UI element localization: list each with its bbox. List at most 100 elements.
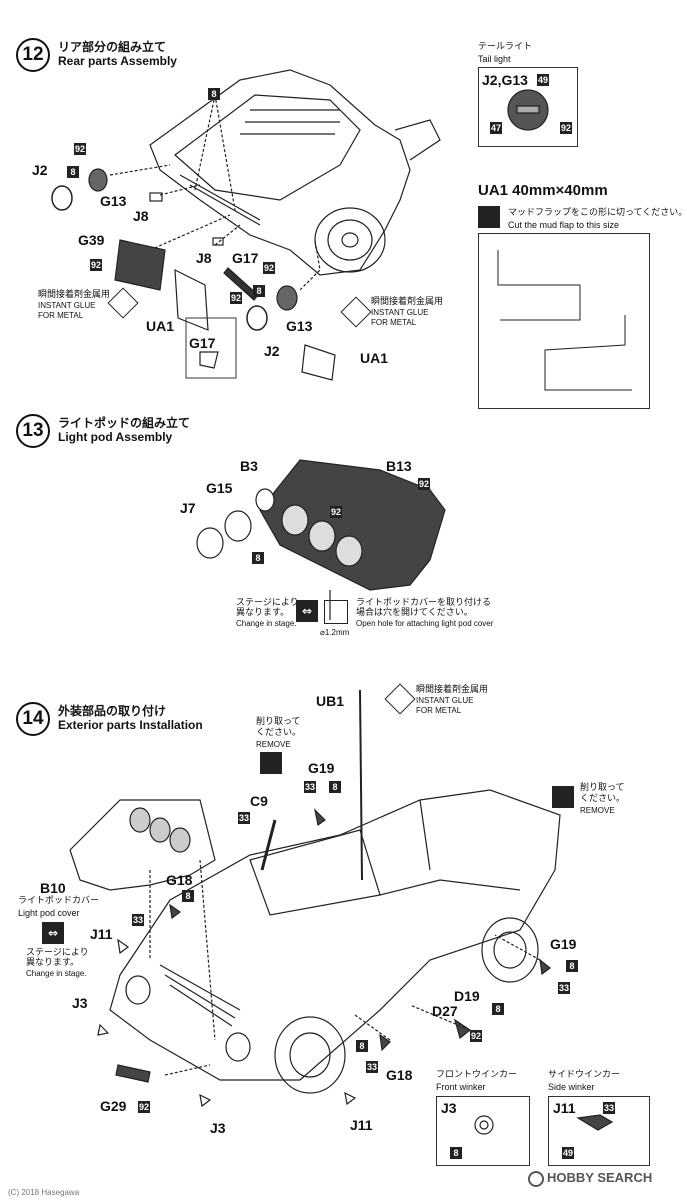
step-12-title-en: Rear parts Assembly xyxy=(58,54,177,68)
ua1-title: UA1 40mm×40mm xyxy=(478,182,608,199)
hobbysearch-logo-icon xyxy=(528,1170,544,1187)
remove-jp2: ください。 xyxy=(256,728,302,738)
code-8: 8 xyxy=(208,88,220,100)
lightpodcover-jp: ライトポッドカバー xyxy=(18,896,100,906)
code-49: 49 xyxy=(537,74,549,86)
code-33: 33 xyxy=(238,812,250,824)
frontwinker-jp: フロントウインカー xyxy=(436,1070,518,1080)
rear-car-drawing xyxy=(149,69,441,276)
stage-jp1-2: ステージにより xyxy=(26,948,89,958)
stage-en: Change in stage. xyxy=(236,619,297,628)
code-33: 33 xyxy=(132,914,144,926)
label-B3: B3 xyxy=(240,458,258,474)
label-G15: G15 xyxy=(206,480,233,496)
step-12-title-jp: リア部分の組み立て xyxy=(58,40,167,54)
code-8: 8 xyxy=(566,960,578,972)
code-92: 92 xyxy=(74,143,86,155)
label-G19: G19 xyxy=(308,760,335,776)
label-J2-2: J2 xyxy=(264,343,280,359)
glue-note-jp-3: 瞬間接着剤金属用 xyxy=(416,685,489,695)
front-car-drawing xyxy=(109,789,561,1094)
code-33: 33 xyxy=(558,982,570,994)
code-8: 8 xyxy=(182,890,194,902)
ua1-template-box xyxy=(478,233,650,409)
label-C9: C9 xyxy=(250,793,268,809)
step-14-title-jp: 外装部品の取り付け xyxy=(58,704,167,718)
glue-note-en2-3: FOR METAL xyxy=(416,706,462,715)
label-D27: D27 xyxy=(432,1003,458,1019)
ua1-jp: マッドフラップをこの形に切ってください。 xyxy=(508,208,687,218)
label-B10: B10 xyxy=(40,880,66,896)
remove-icon xyxy=(260,752,282,774)
label-D19: D19 xyxy=(454,988,480,1004)
label-J2: J2 xyxy=(32,162,48,178)
code-33: 33 xyxy=(603,1102,615,1114)
label-G13-2: G13 xyxy=(286,318,313,334)
label-G13: G13 xyxy=(100,193,127,209)
stage-jp1: ステージにより xyxy=(236,598,299,608)
step-13-title-en: Light pod Assembly xyxy=(58,430,173,444)
remove-jp1: 削り取って xyxy=(256,717,301,727)
drill-icon xyxy=(324,600,348,624)
label-UA1-2: UA1 xyxy=(360,350,389,366)
label-G18-2: G18 xyxy=(386,1067,413,1083)
glue-note-en2: FOR METAL xyxy=(38,311,84,320)
stage-arrow-icon: ⇔ xyxy=(296,600,318,622)
stage-arrow-icon: ⇔ xyxy=(42,922,64,944)
step-14-number: 14 xyxy=(16,702,50,736)
light-pod-drawing xyxy=(196,459,446,620)
frontwinker-en: Front winker xyxy=(436,1082,486,1092)
code-92: 92 xyxy=(470,1030,482,1042)
remove-en: REMOVE xyxy=(256,740,291,749)
taillight-box xyxy=(478,67,578,147)
label-UA1: UA1 xyxy=(146,318,175,334)
taillight-en: Tail light xyxy=(478,54,511,64)
taillight-parts: J2,G13 xyxy=(482,72,528,88)
label-G29: G29 xyxy=(100,1098,127,1114)
glue-note-jp-2: 瞬間接着剤金属用 xyxy=(371,297,444,307)
code-92: 92 xyxy=(230,292,242,304)
watermark: HOBBY SEARCH xyxy=(528,1170,652,1187)
label-G17: G17 xyxy=(232,250,259,266)
cut-icon xyxy=(478,206,500,228)
label-J3: J3 xyxy=(72,995,88,1011)
sidewinker-box xyxy=(548,1096,650,1166)
step-13-title-jp: ライトポッドの組み立て xyxy=(58,416,191,430)
code-92: 92 xyxy=(138,1101,150,1113)
code-8: 8 xyxy=(67,166,79,178)
step-13-number: 13 xyxy=(16,414,50,448)
step-12-number: 12 xyxy=(16,38,50,72)
stage-jp2: 異なります。 xyxy=(236,608,290,618)
remove-en-2: REMOVE xyxy=(580,806,615,815)
code-8: 8 xyxy=(253,285,265,297)
glue-note-en1-3: INSTANT GLUE xyxy=(416,696,474,705)
glue-note-en1: INSTANT GLUE xyxy=(38,301,96,310)
stage-en-2: Change in stage. xyxy=(26,969,87,978)
label-B13: B13 xyxy=(386,458,412,474)
code-8: 8 xyxy=(329,781,341,793)
code-92: 92 xyxy=(330,506,342,518)
stage-jp2-2: 異なります。 xyxy=(26,958,80,968)
remove-icon xyxy=(552,786,574,808)
code-8: 8 xyxy=(356,1040,368,1052)
code-92: 92 xyxy=(263,262,275,274)
code-49: 49 xyxy=(562,1147,574,1159)
code-33: 33 xyxy=(366,1061,378,1073)
ua1-en: Cut the mud flap to this size xyxy=(508,220,620,230)
label-J7: J7 xyxy=(180,500,196,516)
code-8: 8 xyxy=(492,1003,504,1015)
code-33: 33 xyxy=(304,781,316,793)
glue-note-en1-2: INSTANT GLUE xyxy=(371,308,429,317)
frontwinker-part: J3 xyxy=(441,1100,457,1116)
label-J3-2: J3 xyxy=(210,1120,226,1136)
hole-jp2: 場合は穴を開けてください。 xyxy=(356,608,473,618)
sidewinker-part: J11 xyxy=(553,1100,576,1116)
copyright: (C) 2018 Hasegawa xyxy=(8,1188,80,1197)
code-8: 8 xyxy=(252,552,264,564)
code-47: 47 xyxy=(490,122,502,134)
lightpodcover-en: Light pod cover xyxy=(18,908,80,918)
label-J11-2: J11 xyxy=(350,1117,373,1133)
label-G17-box: G17 xyxy=(189,335,216,351)
hole-jp1: ライトポッドカバーを取り付ける xyxy=(356,598,492,608)
code-92: 92 xyxy=(418,478,430,490)
